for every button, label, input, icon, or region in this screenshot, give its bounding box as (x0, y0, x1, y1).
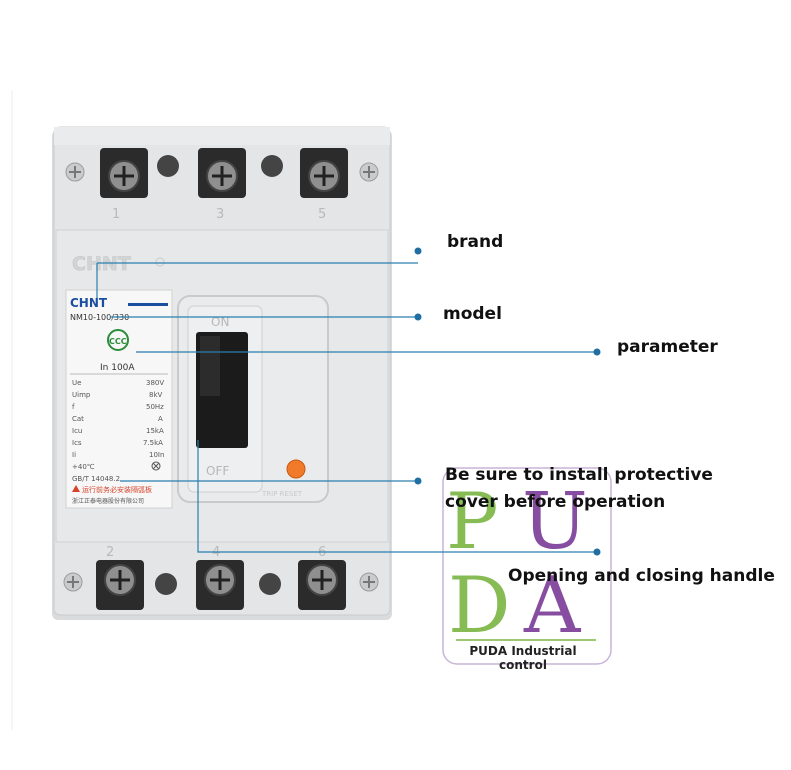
handle-leader-line (197, 440, 597, 553)
top-terminals (100, 148, 348, 198)
terminal-number: 5 (318, 207, 326, 222)
logo-frame (442, 467, 612, 665)
spec-value: 50Hz (146, 403, 164, 411)
callout-brand: brand (447, 232, 504, 252)
spec-key: Ii (72, 451, 76, 459)
spec-value: 7.5kA (143, 439, 163, 447)
screw-slot-icon (67, 576, 79, 588)
brand-callout-dot (414, 247, 422, 255)
mounting-hole (261, 155, 283, 177)
screw-slot-icon (312, 570, 332, 590)
off-marking: OFF (206, 464, 229, 478)
handle-assembly: ON OFF TRIP RESET (177, 295, 329, 503)
label-rating: In 100A (100, 363, 135, 373)
logo-letter: D (448, 561, 511, 651)
label-brand-bar (128, 303, 168, 306)
embossed-brand: CHNT (72, 253, 131, 275)
screw-slot-icon (210, 570, 230, 590)
ccc-mark-icon (107, 329, 129, 351)
spec-key: Icu (72, 427, 82, 435)
bottom-terminals (96, 560, 346, 610)
label-brand: CHNT (70, 296, 108, 310)
callout-model: model (443, 304, 502, 324)
disposal-cross-icon (152, 462, 160, 470)
parameter-callout-dot (593, 348, 601, 356)
callout-cover-line1: Be sure to install protective (445, 465, 713, 485)
on-marking: ON (211, 315, 229, 329)
mounting-hole (155, 573, 177, 595)
logo-letter: A (523, 561, 582, 651)
spec-key: Cat (72, 415, 84, 423)
mounting-hole (157, 155, 179, 177)
label-maker: 浙江正泰电器股份有限公司 (72, 497, 144, 505)
warning-icon (72, 485, 80, 492)
cover-callout-dot (414, 477, 422, 485)
label-plate (65, 289, 173, 509)
model-callout-dot (414, 313, 422, 321)
callout-cover-line2: cover before operation (445, 492, 666, 512)
handle-highlight (200, 336, 220, 396)
spec-key: Ue (72, 379, 81, 387)
logo-caption: PUDA Industrial control (469, 644, 577, 672)
spec-value: 10In (149, 451, 164, 459)
leader-lines (96, 262, 597, 553)
screw-slot-icon (314, 166, 334, 186)
spec-value: 8kV (149, 391, 163, 399)
screw-slot-icon (212, 166, 232, 186)
screw-slot-icon (69, 166, 81, 178)
screw-slot-icon (110, 570, 130, 590)
spec-key: Ics (72, 439, 82, 447)
mounting-hole (259, 573, 281, 595)
label-standard: GB/T 14048.2 (72, 475, 120, 483)
trip-reset-marking: TRIP RESET (261, 490, 303, 498)
callout-protective-cover: Be sure to install protective cover befo… (445, 462, 713, 516)
terminal-number: 3 (216, 207, 224, 222)
callout-parameter: parameter (617, 337, 718, 357)
screw-slot-icon (363, 576, 375, 588)
circuit-breaker: 1 3 5 CHNT CHNT NM10-100/330 CCC In 100A… (52, 126, 392, 620)
trip-indicator-button (286, 459, 306, 479)
disposal-icon (151, 461, 161, 471)
terminal-number: 2 (106, 545, 114, 560)
spec-key: f (72, 403, 75, 411)
spec-key: Uimp (72, 391, 91, 399)
screw-slot-icon (363, 166, 375, 178)
label-model: NM10-100/330 (70, 313, 129, 322)
registered-mark-icon (155, 257, 165, 267)
breaker-top-edge (54, 127, 390, 145)
handle-callout-dot (593, 548, 601, 556)
ccc-mark-text: CCC (109, 337, 127, 346)
terminal-number: 1 (112, 207, 120, 222)
spec-value: A (158, 415, 163, 423)
rating-label: CHNT NM10-100/330 CCC In 100A Ue 380V Ui… (65, 289, 173, 509)
spec-value: 380V (146, 379, 164, 387)
label-warning: 运行前务必安装隔弧板 (82, 485, 152, 494)
spec-value: 15kA (146, 427, 164, 435)
screw-slot-icon (114, 166, 134, 186)
callout-handle: Opening and closing handle (508, 566, 775, 586)
label-temperature: +40℃ (72, 463, 95, 471)
